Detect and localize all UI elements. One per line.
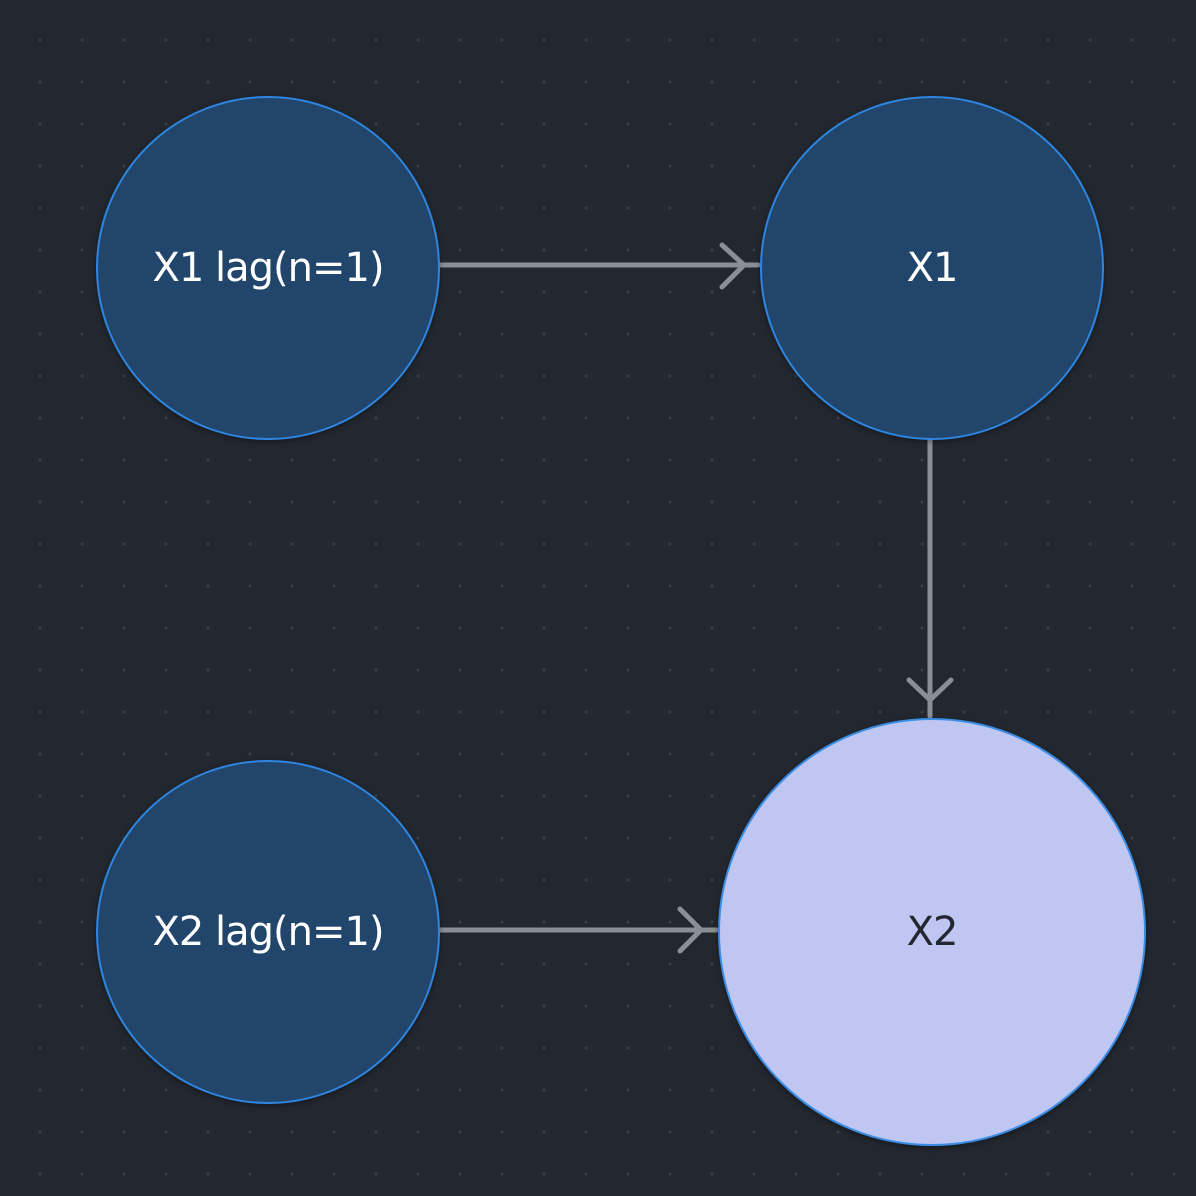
edge-x1-to-x2 bbox=[906, 437, 954, 719]
node-x1-lag[interactable]: X1 lag(n=1) bbox=[96, 96, 440, 440]
node-label: X2 lag(n=1) bbox=[152, 909, 384, 955]
edge-x1-lag-to-x1 bbox=[437, 242, 761, 290]
arrowhead-icon bbox=[906, 677, 954, 703]
node-label: X1 bbox=[906, 245, 959, 291]
arrowhead-icon bbox=[719, 242, 747, 290]
node-x2-lag[interactable]: X2 lag(n=1) bbox=[96, 760, 440, 1104]
node-label: X2 bbox=[906, 909, 959, 955]
node-x1[interactable]: X1 bbox=[760, 96, 1104, 440]
edge-x2-lag-to-x2 bbox=[437, 906, 719, 954]
node-x2[interactable]: X2 bbox=[718, 718, 1146, 1146]
arrowhead-icon bbox=[677, 906, 704, 954]
node-label: X1 lag(n=1) bbox=[152, 245, 384, 291]
